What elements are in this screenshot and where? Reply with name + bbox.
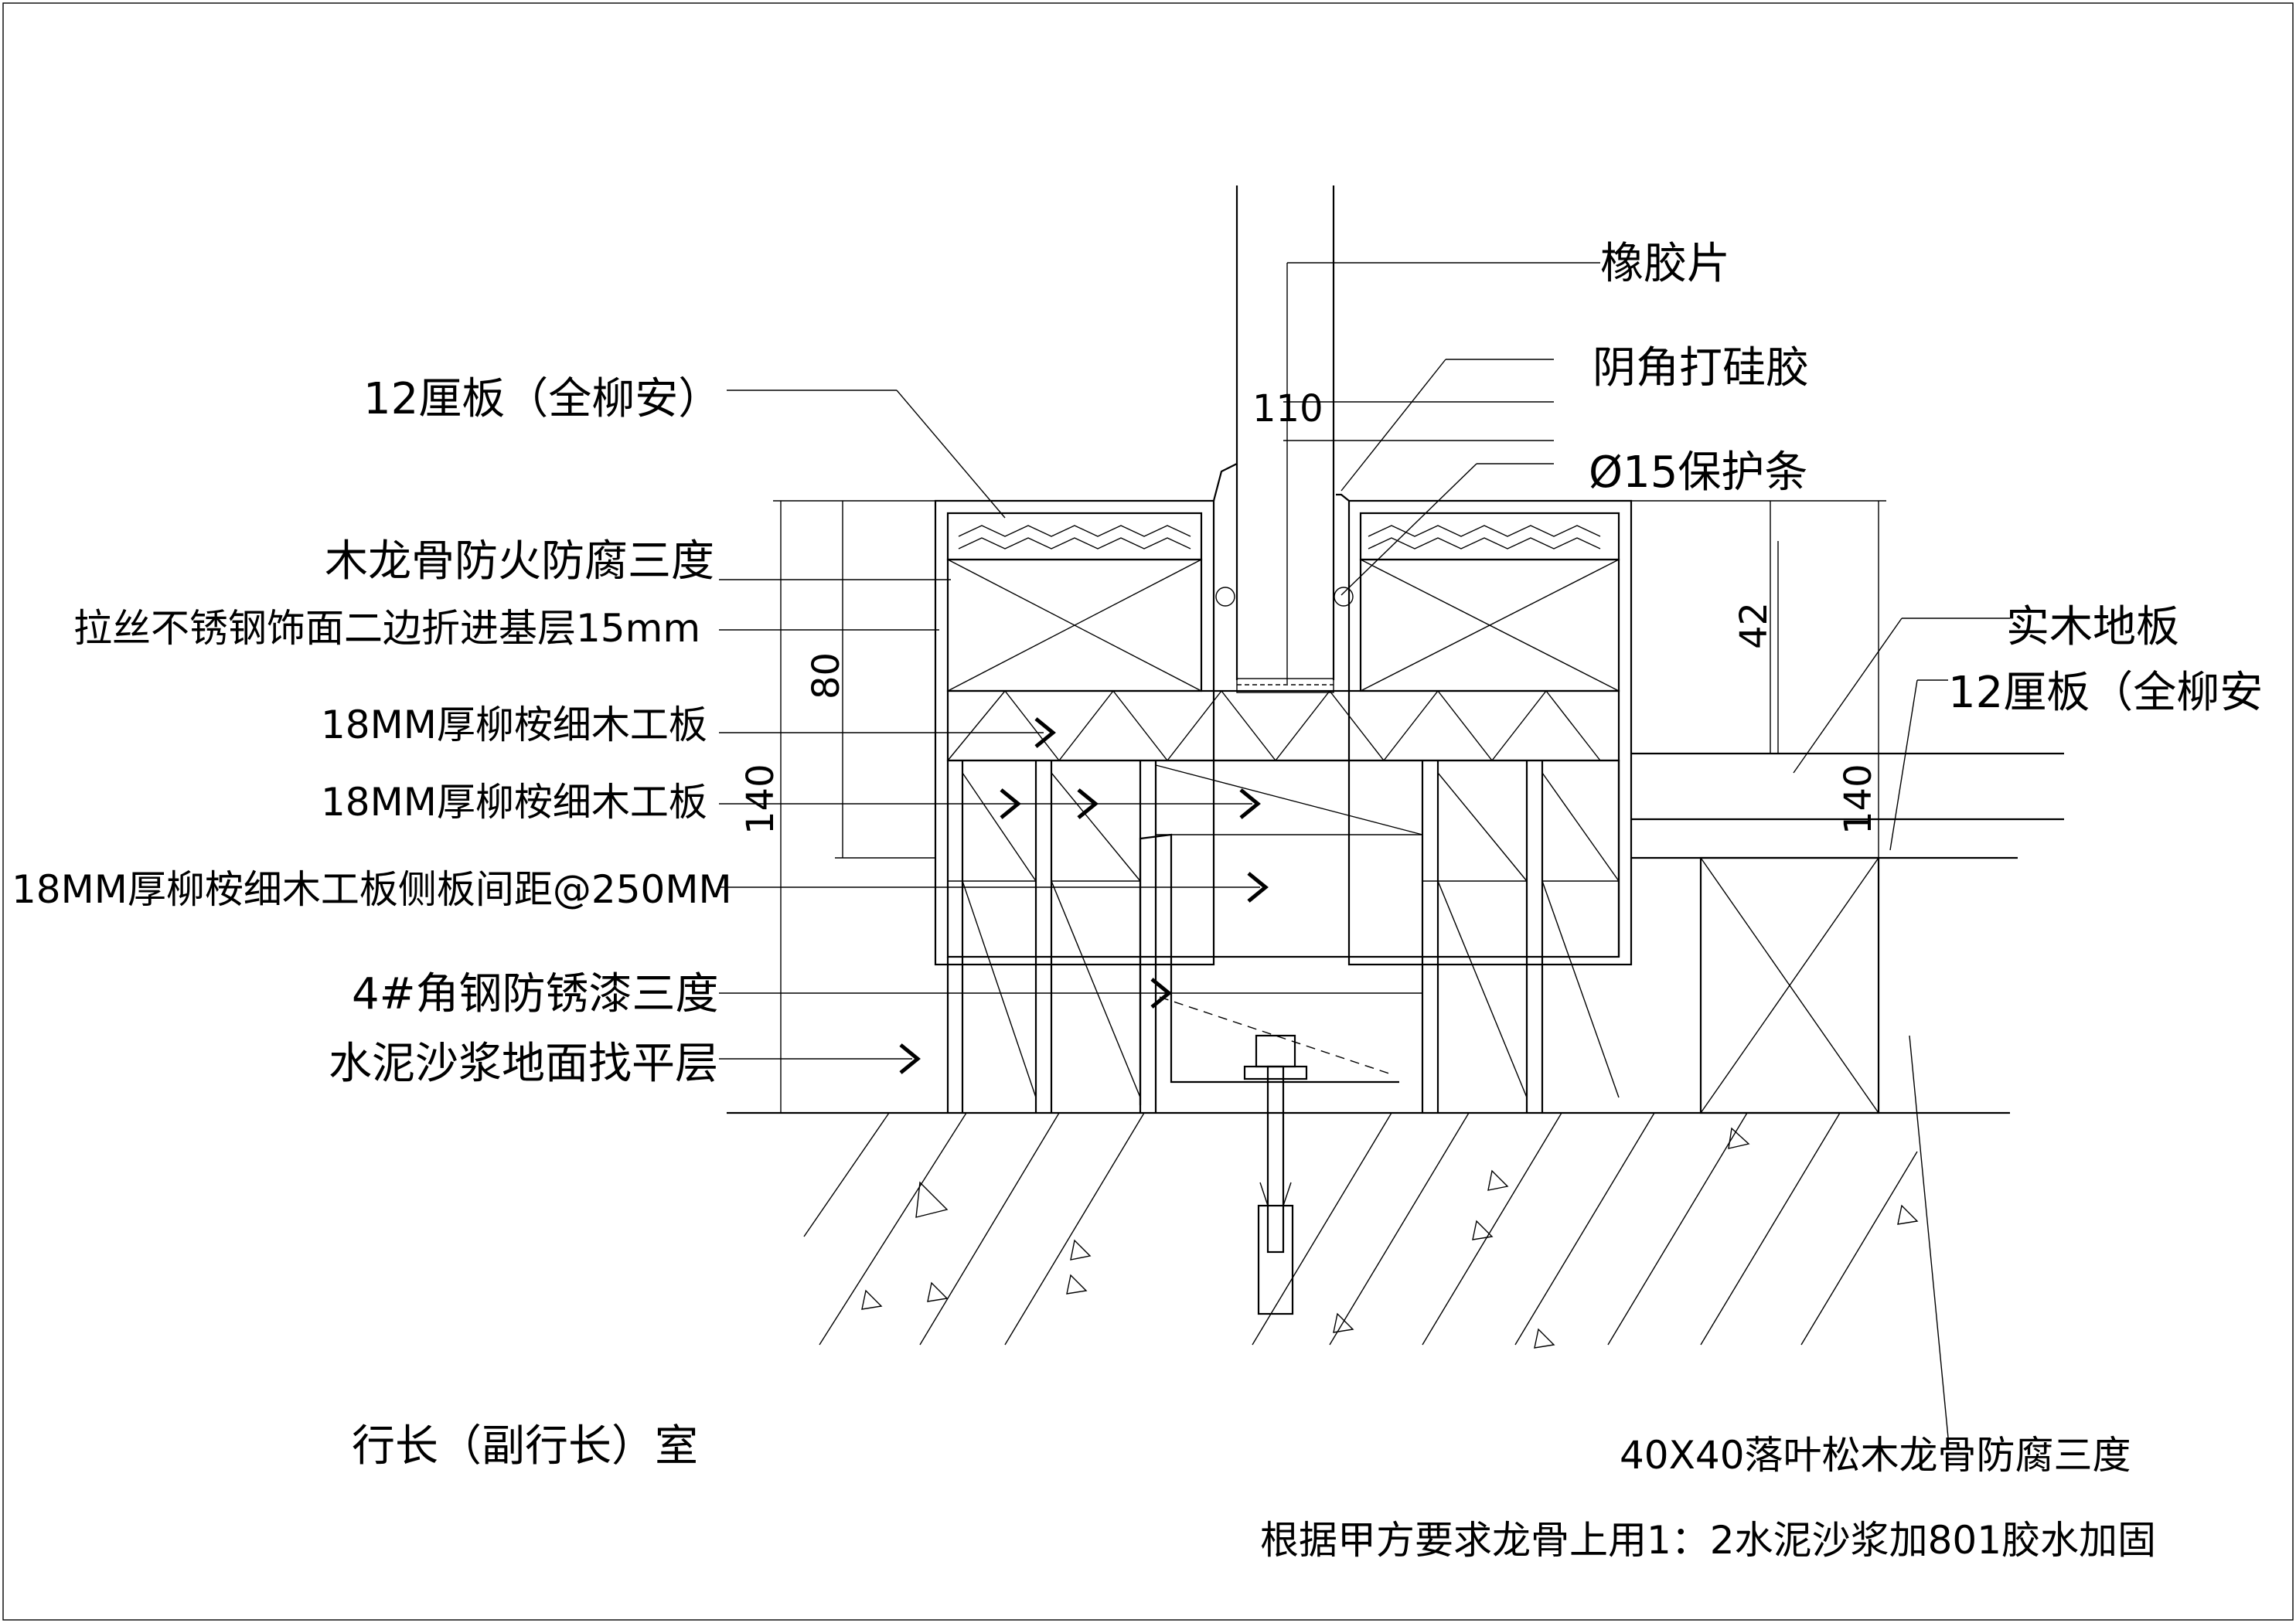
substructure — [946, 759, 1620, 1315]
left-labels: 12厘板（全柳安） 木龙骨防火防腐三度 拉丝不锈钢饰面二边折进基层15mm 18… — [12, 374, 732, 1089]
label-stainless-finish: 拉丝不锈钢饰面二边折进基层15mm — [73, 606, 700, 651]
label-12mm-board-right: 12厘板（全柳安 — [1948, 668, 2263, 718]
label-protective-strip: Ø15保护条 — [1589, 447, 1807, 498]
leader-lines — [719, 262, 2010, 1438]
note-cement: 根据甲方要求龙骨上用1：2水泥沙浆加801胶水加固 — [1260, 1518, 2156, 1563]
label-plywood-side: 18MM厚柳桉细木工板侧板间距@250MM — [12, 867, 732, 912]
right-labels: 实木地板 12厘板（全柳安 — [1948, 602, 2263, 718]
label-silicone: 阴角打硅胶 — [1593, 343, 1809, 393]
note-keel: 40X40落叶松木龙骨防腐三度 — [1620, 1433, 2131, 1478]
dim-140-right: 140 — [1837, 764, 1880, 835]
dimension-texts: 110 80 140 42 140 — [739, 387, 1880, 835]
dimension-lines — [773, 401, 1879, 1113]
label-solid-wood-floor: 实木地板 — [2006, 602, 2179, 652]
label-plywood-2: 18MM厚柳桉细木工板 — [321, 780, 707, 825]
top-labels: 橡胶片 阴角打硅胶 Ø15保护条 — [1589, 239, 1809, 498]
right-cap-box — [1334, 493, 1633, 966]
concrete-ground — [727, 1111, 2010, 1349]
label-rubber-sheet: 橡胶片 — [1600, 239, 1730, 289]
room-title: 行长（副行长）室 — [352, 1421, 698, 1472]
dim-42: 42 — [1732, 602, 1776, 649]
label-angle-steel: 4#角钢防锈漆三度 — [352, 969, 719, 1019]
arrow-markers — [899, 717, 1269, 1074]
dim-110: 110 — [1252, 387, 1323, 430]
left-cap-box — [934, 463, 1238, 966]
label-12mm-board: 12厘板（全柳安） — [363, 374, 721, 424]
label-wood-keel: 木龙骨防火防腐三度 — [325, 536, 714, 587]
label-cement-screed: 水泥沙浆地面找平层 — [329, 1039, 718, 1089]
vertical-panel — [1235, 185, 1335, 693]
dim-140-left: 140 — [739, 764, 782, 835]
dim-80: 80 — [805, 652, 848, 699]
plywood-layer-1 — [946, 689, 1620, 762]
label-plywood-1: 18MM厚柳桉细木工板 — [321, 703, 707, 747]
